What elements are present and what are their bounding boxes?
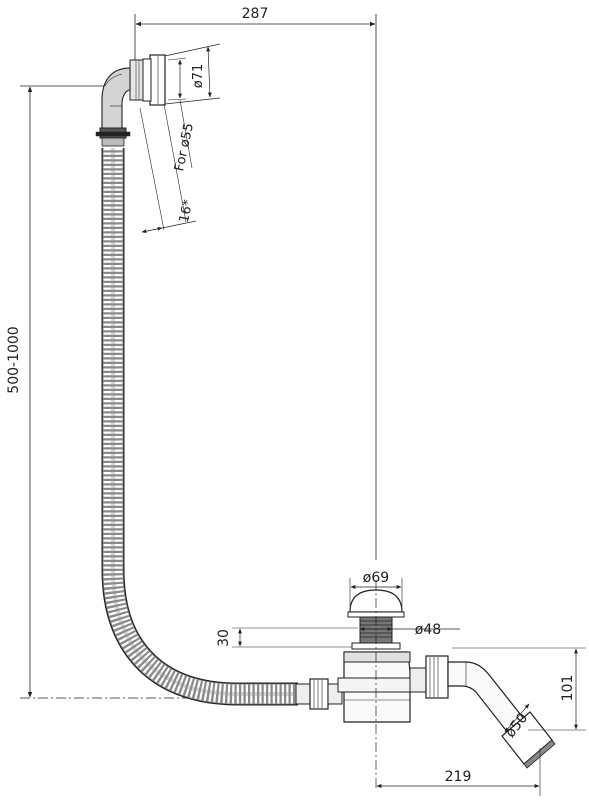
dim-ovf-55-label: For ø55: [172, 122, 197, 173]
overflow-assembly: [95, 54, 166, 147]
flexible-hose: [101, 148, 298, 706]
dim-287: 287: [134, 6, 377, 560]
dim-219-label: 219: [445, 769, 472, 785]
dim-ovf-71-label: ø71: [191, 64, 206, 89]
dim-219: 219: [376, 748, 541, 796]
dim-500-1000-label: 500-1000: [6, 326, 22, 393]
waste-assembly: [295, 589, 556, 769]
dim-101-label: 101: [560, 675, 576, 702]
dim-30-label: 30: [216, 629, 232, 647]
dim-69: ø69: [349, 570, 403, 606]
dim-30: 30: [216, 627, 358, 648]
dim-48: ø48: [359, 622, 460, 638]
dim-69-label: ø69: [363, 570, 389, 586]
dim-101: 101: [452, 647, 586, 731]
dim-48-label: ø48: [415, 622, 441, 638]
dim-287-label: 287: [242, 6, 269, 22]
dim-ovf-16-label: 16*: [177, 198, 197, 224]
dim-500-1000: 500-1000: [6, 85, 330, 699]
